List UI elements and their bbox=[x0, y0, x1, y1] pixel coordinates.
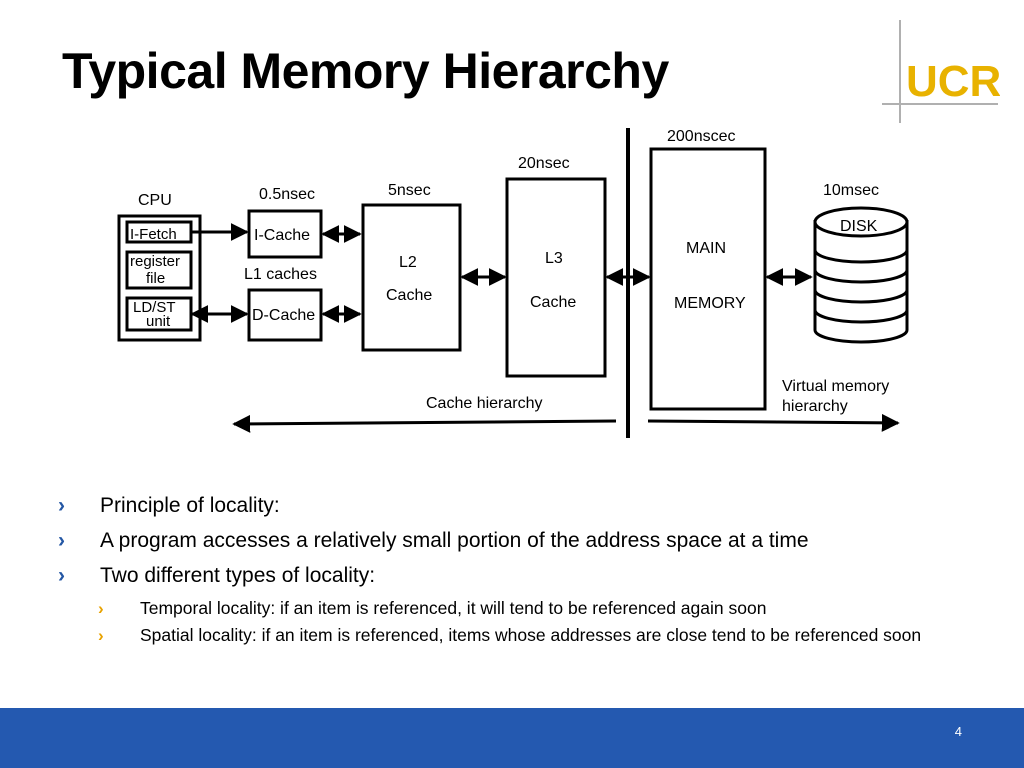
footer-bar: 4 bbox=[0, 708, 1024, 768]
bullet-item: ›Principle of locality: bbox=[58, 488, 998, 523]
ifetch-unit bbox=[125, 220, 193, 244]
l2-label: L2 bbox=[399, 254, 417, 271]
cache-hierarchy-arrow bbox=[232, 414, 617, 433]
sub-bullet-item: ›Temporal locality: if an item is refere… bbox=[98, 598, 767, 618]
logo-text: UCR bbox=[906, 57, 1000, 106]
l3-label: L3 bbox=[545, 250, 563, 267]
l2-cache-label: Cache bbox=[386, 287, 432, 304]
memory-hierarchy-diagram: CPU I-Fetch register file LD/ST unit 0.5… bbox=[117, 128, 909, 438]
bullet-chevron-icon: › bbox=[58, 564, 65, 587]
virtual-memory-label: Virtual memory bbox=[782, 378, 889, 395]
hierarchy-label: hierarchy bbox=[782, 398, 848, 415]
cpu-label: CPU bbox=[138, 192, 172, 209]
icache-label: I-Cache bbox=[254, 227, 310, 244]
l3-box bbox=[505, 177, 607, 378]
register-file-unit bbox=[125, 250, 193, 290]
main-label: MAIN bbox=[686, 240, 726, 257]
l2-box bbox=[361, 203, 462, 352]
l3-cache-label: Cache bbox=[530, 294, 576, 311]
icache-box bbox=[247, 209, 323, 259]
bullet-list: ›Principle of locality: ›A program acces… bbox=[58, 488, 998, 647]
bullet-item: ›Two different types of locality: bbox=[58, 558, 998, 593]
l3-latency: 20nsec bbox=[518, 155, 570, 172]
bullet-chevron-icon: › bbox=[58, 529, 65, 552]
virtual-memory-arrow bbox=[647, 413, 900, 432]
ldst-label: LD/ST bbox=[133, 299, 176, 316]
bullet-item: ›A program accesses a relatively small p… bbox=[58, 523, 998, 558]
l2-latency: 5nsec bbox=[388, 182, 431, 199]
l1-caches-label: L1 caches bbox=[244, 266, 317, 283]
bullet-chevron-icon: › bbox=[58, 494, 65, 517]
main-latency: 200nscec bbox=[667, 128, 736, 145]
dcache-label: D-Cache bbox=[252, 307, 315, 324]
main-memory-box bbox=[649, 147, 767, 411]
memory-label: MEMORY bbox=[674, 295, 746, 312]
disk-label: DISK bbox=[840, 218, 878, 235]
unit-label: unit bbox=[146, 313, 171, 330]
dcache-box bbox=[247, 288, 323, 342]
ifetch-label: I-Fetch bbox=[130, 226, 177, 243]
bullet-chevron-icon: › bbox=[98, 599, 104, 618]
disk-latency: 10msec bbox=[823, 182, 879, 199]
disk-icon bbox=[813, 206, 909, 344]
slide-title: Typical Memory Hierarchy bbox=[62, 43, 669, 99]
ucr-logo: UCR bbox=[882, 20, 1000, 123]
file-label: file bbox=[146, 270, 165, 287]
register-label: register bbox=[130, 253, 180, 270]
page-number: 4 bbox=[954, 724, 962, 739]
cache-hierarchy-label: Cache hierarchy bbox=[426, 395, 543, 412]
sub-bullet-item: ›Spatial locality: if an item is referen… bbox=[98, 625, 922, 645]
bullet-chevron-icon: › bbox=[98, 626, 104, 645]
l1-latency: 0.5nsec bbox=[259, 186, 315, 203]
